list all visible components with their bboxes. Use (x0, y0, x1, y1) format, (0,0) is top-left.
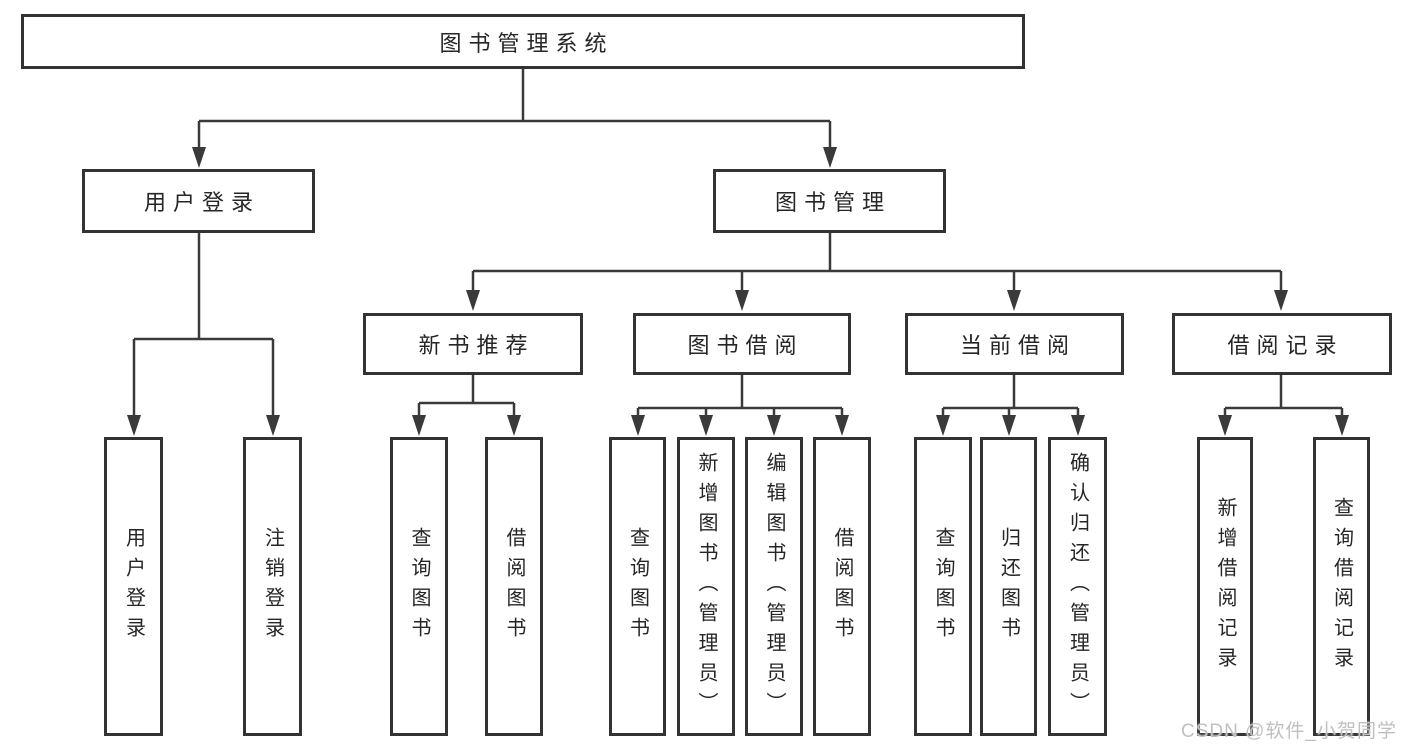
connector-strokes (132, 69, 1344, 417)
leaf-edit-books-admin-label: 编辑图书（管理员） (763, 451, 785, 722)
node-new-book-recommend-label: 新书推荐 (418, 333, 535, 358)
node-book-borrowing-label: 图书借阅 (687, 333, 804, 358)
node-book-management: 图书管理 (713, 169, 946, 233)
leaf-query-books-1: 查询图书 (390, 437, 448, 736)
node-current-borrowing: 当前借阅 (905, 313, 1124, 375)
leaf-query-books-2: 查询图书 (609, 437, 666, 736)
leaf-query-books-3-label: 查询图书 (932, 526, 954, 647)
node-book-management-label: 图书管理 (774, 190, 891, 215)
leaf-borrow-books-2: 借阅图书 (813, 437, 871, 736)
arrowheads (127, 147, 1349, 436)
leaf-add-borrow-record: 新增借阅记录 (1197, 437, 1253, 736)
node-borrowing-records-label: 借阅记录 (1227, 333, 1344, 358)
leaf-add-books-admin: 新增图书（管理员） (677, 437, 735, 736)
leaf-edit-books-admin: 编辑图书（管理员） (745, 437, 803, 736)
leaf-query-borrow-record-label: 查询借阅记录 (1330, 496, 1353, 677)
leaf-borrow-books-1-label: 借阅图书 (503, 526, 525, 647)
node-user-login-label: 用户登录 (143, 190, 260, 215)
leaf-logout: 注销登录 (243, 437, 302, 736)
leaf-confirm-return-admin: 确认归还（管理员） (1048, 437, 1107, 736)
leaf-add-books-admin-label: 新增图书（管理员） (695, 451, 717, 722)
leaf-borrow-books-1: 借阅图书 (485, 437, 543, 736)
node-borrowing-records: 借阅记录 (1172, 313, 1392, 375)
node-user-login: 用户登录 (82, 169, 315, 233)
leaf-query-books-2-label: 查询图书 (626, 526, 649, 647)
leaf-confirm-return-admin-label: 确认归还（管理员） (1066, 451, 1089, 722)
leaf-logout-label: 注销登录 (261, 526, 284, 647)
leaf-return-books-label: 归还图书 (997, 526, 1020, 647)
leaf-query-borrow-record: 查询借阅记录 (1313, 437, 1370, 736)
leaf-user-login-label: 用户登录 (122, 526, 145, 647)
node-book-borrowing: 图书借阅 (633, 313, 851, 375)
leaf-borrow-books-2-label: 借阅图书 (831, 526, 853, 647)
node-new-book-recommend: 新书推荐 (363, 313, 583, 375)
node-root-system: 图书管理系统 (21, 14, 1025, 69)
leaf-query-books-3: 查询图书 (914, 437, 972, 736)
csdn-watermark: CSDN @软件_小贺同学 (1181, 721, 1397, 742)
leaf-add-borrow-record-label: 新增借阅记录 (1214, 496, 1236, 677)
leaf-user-login: 用户登录 (104, 437, 163, 736)
leaf-query-books-1-label: 查询图书 (408, 526, 430, 647)
leaf-return-books: 归还图书 (980, 437, 1037, 736)
node-current-borrowing-label: 当前借阅 (959, 333, 1076, 358)
node-root-label: 图书管理系统 (439, 30, 614, 56)
